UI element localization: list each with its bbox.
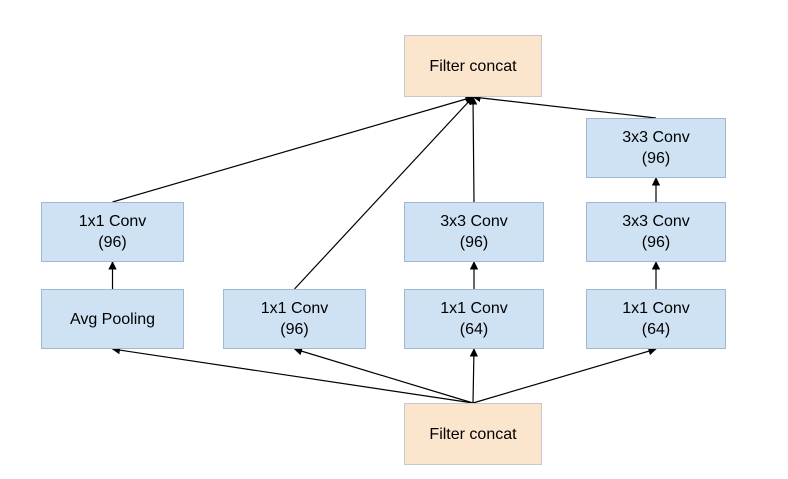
branch4-conv1x1-filters: (64)	[641, 321, 671, 338]
branch3-conv1x1-filters: (64)	[459, 321, 489, 338]
branch3-conv3x3-filters: (96)	[459, 234, 489, 251]
branch4-conv3x3-top-filters: (96)	[641, 150, 671, 167]
branch4-conv3x3-mid-filters: (96)	[641, 234, 671, 251]
branch1-avg-pool-node: Avg Pooling	[41, 289, 184, 349]
branch1-conv1x1-filters: (96)	[98, 234, 127, 251]
branch3-conv1x1-node: 1x1 Conv (64)	[404, 289, 544, 349]
edge-branch2_conv1x1-to-filter_concat_top	[294, 96, 474, 290]
branch4-conv3x3-top-label: 3x3 Conv	[622, 129, 690, 146]
branch3-conv1x1-label: 1x1 Conv	[440, 300, 508, 317]
branch4-conv3x3-mid-label: 3x3 Conv	[622, 213, 690, 230]
edge-group	[108, 93, 661, 404]
filter-concat-top-label: Filter concat	[429, 57, 517, 75]
edge-branch3_conv3x3-to-filter_concat_top	[468, 96, 478, 203]
branch2-conv1x1-filters: (96)	[280, 321, 309, 338]
branch4-conv1x1-label: 1x1 Conv	[622, 300, 690, 317]
edge-filter_concat_bottom-to-branch1_avg_pool	[111, 345, 474, 404]
branch1-avg-pool-label: Avg Pooling	[69, 310, 156, 328]
edge-filter_concat_bottom-to-branch2_conv1x1	[293, 347, 474, 404]
edge-filter_concat_bottom-to-branch4_conv1x1	[472, 347, 657, 404]
branch4-conv3x3-mid-node: 3x3 Conv (96)	[586, 202, 726, 262]
branch3-conv3x3-label: 3x3 Conv	[440, 213, 508, 230]
filter-concat-top-node: Filter concat	[404, 35, 542, 97]
branch2-conv1x1-label: 1x1 Conv	[260, 300, 329, 317]
edge-branch4_conv3x3_top-to-filter_concat_top	[472, 93, 657, 119]
filter-concat-bottom-node: Filter concat	[404, 403, 542, 465]
filter-concat-bottom-label: Filter concat	[429, 425, 517, 443]
branch2-conv1x1-node: 1x1 Conv (96)	[223, 289, 366, 349]
edge-branch1_conv1x1-to-filter_concat_top	[112, 95, 474, 203]
branch3-conv3x3-node: 3x3 Conv (96)	[404, 202, 544, 262]
branch1-conv1x1-node: 1x1 Conv (96)	[41, 202, 184, 262]
branch4-conv3x3-top-node: 3x3 Conv (96)	[586, 118, 726, 178]
branch1-conv1x1-label: 1x1 Conv	[78, 213, 147, 230]
edge-filter_concat_bottom-to-branch3_conv1x1	[469, 348, 479, 404]
branch4-conv1x1-node: 1x1 Conv (64)	[586, 289, 726, 349]
